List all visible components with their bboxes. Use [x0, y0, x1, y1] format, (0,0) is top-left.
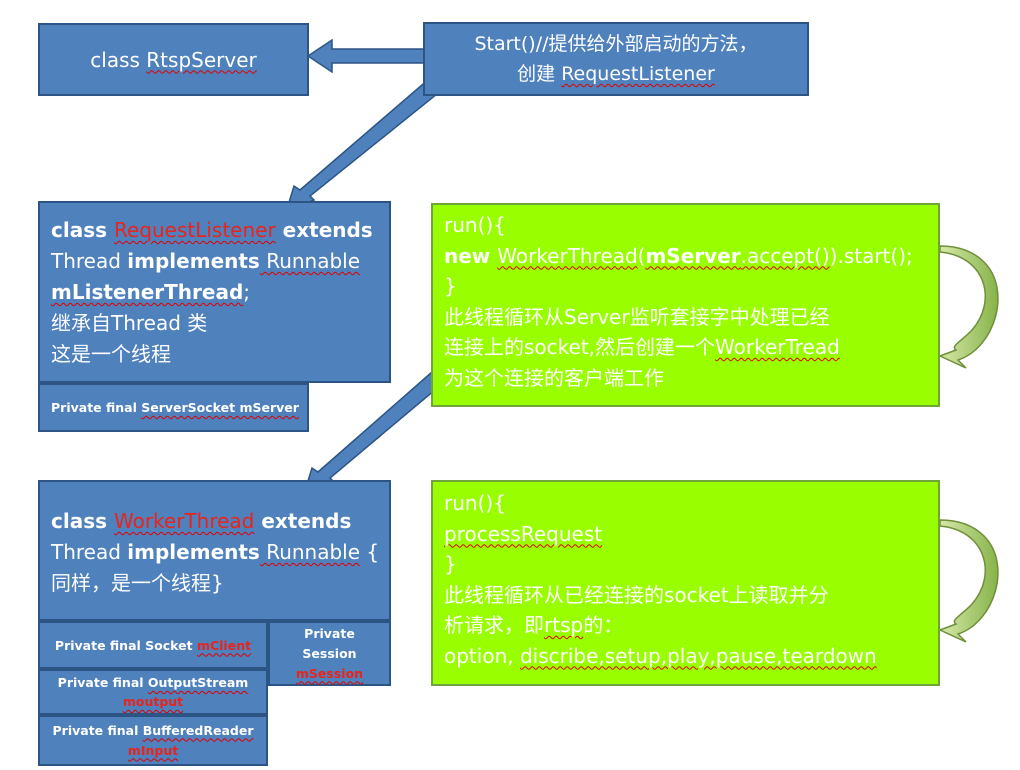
- semicolon: ;: [243, 280, 251, 304]
- field-modifier: Private final: [57, 675, 148, 690]
- worker-thread-call: WorkerThread: [497, 243, 638, 268]
- session-field-line1: Private: [304, 625, 355, 641]
- worker-thread-line3: 同样，是一个线程}: [51, 571, 224, 595]
- extends-keyword: extends: [254, 509, 352, 533]
- client-field: Private final Socket mClient: [55, 638, 251, 653]
- start-method-note: Start()//提供给外部启动的方法， 创建 RequestListener: [423, 22, 809, 96]
- m-input-name: mInput: [127, 742, 179, 758]
- worker-run-line5-suffix: 的：: [583, 613, 624, 637]
- m-output-name: moutput: [122, 694, 184, 709]
- worker-run-line5-prefix: 析请求，即: [444, 613, 544, 637]
- accept-call: .accept(): [740, 243, 830, 268]
- loop-arrow-listener: [938, 245, 999, 369]
- listener-run-line4: 此线程循环从Server监听套接字中处理已经: [444, 304, 830, 329]
- server-socket-field: Private final ServerSocket mServer: [51, 400, 307, 415]
- listener-run-line3: }: [444, 274, 457, 298]
- arrow-to-request-listener: [284, 76, 444, 214]
- open-brace: {: [360, 540, 380, 564]
- arrow-to-rtsp-server: [306, 38, 426, 74]
- field-modifier: Private final: [52, 722, 143, 738]
- new-keyword: new: [444, 243, 498, 268]
- worker-thread-name: WorkerThread: [113, 509, 255, 533]
- worker-thread-box: class WorkerThread extends Thread implem…: [38, 480, 391, 621]
- worker-thread-line2: Thread implements Runnable {: [51, 537, 389, 568]
- process-request-call: processRequest: [444, 521, 603, 546]
- output-field-box: Private final OutputStream moutput: [38, 669, 268, 715]
- m-server-ref: mServer: [645, 243, 741, 268]
- start-note-link: RequestListener: [561, 63, 715, 85]
- thread-type: Thread: [51, 249, 128, 273]
- worker-run-line4: 此线程循环从已经连接的socket上读取并分: [444, 582, 829, 607]
- output-field-line1: Private final OutputStream: [58, 673, 249, 692]
- arrow-to-worker-thread: [302, 370, 444, 496]
- start-note-line2: 创建 RequestListener: [517, 59, 715, 89]
- server-socket-field-box: Private final ServerSocket mServer: [38, 383, 309, 432]
- session-field-box: Private Session mSession: [268, 621, 391, 686]
- listener-run-line5-prefix: 连接上的socket,然后创建一个: [444, 335, 716, 359]
- buffered-reader-type: BufferedReader: [142, 722, 254, 738]
- rtsp-ref: rtsp: [544, 613, 584, 637]
- server-socket-name: ServerSocket mServer: [141, 400, 299, 415]
- listener-run-line2: new WorkerThread(mServer.accept()).start…: [444, 241, 938, 272]
- implements-keyword: implements: [127, 249, 260, 273]
- m-session-name: mSession: [295, 665, 364, 681]
- start-note-line1: Start()//提供给外部启动的方法，: [474, 33, 758, 55]
- request-listener-name: RequestListener: [113, 218, 276, 242]
- field-modifier: Private final: [51, 400, 142, 415]
- request-listener-box: class RequestListener extends Thread imp…: [38, 201, 391, 383]
- client-field-box: Private final Socket mClient: [38, 621, 268, 669]
- thread-type: Thread: [51, 540, 128, 564]
- class-keyword: class: [90, 47, 147, 72]
- extends-keyword: extends: [275, 218, 373, 242]
- rtsp-server-name: RtspServer: [146, 47, 257, 72]
- worker-run-line3: }: [444, 552, 457, 576]
- output-stream-type: OutputStream: [147, 675, 249, 690]
- listener-run-box: run(){ new WorkerThread(mServer.accept()…: [431, 203, 940, 407]
- request-listener-line3: mListenerThread;: [51, 277, 389, 308]
- worker-run-line6: option, discribe,setup,play,pause,teardo…: [444, 641, 938, 672]
- m-client-name: mClient: [196, 637, 252, 653]
- listener-thread-field: mListenerThread: [51, 280, 244, 304]
- class-keyword: class: [51, 509, 114, 533]
- field-modifier: Private final Socket: [54, 637, 197, 653]
- request-listener-line4: 继承自Thread 类: [51, 311, 208, 335]
- worker-thread-line1: class WorkerThread extends: [51, 506, 389, 537]
- runnable-type: Runnable: [259, 249, 361, 273]
- rtsp-server-box: class RtspServer: [38, 23, 309, 96]
- start-note-prefix: 创建: [517, 63, 562, 85]
- class-keyword: class: [51, 218, 114, 242]
- session-field-line2: Session: [302, 645, 357, 661]
- loop-arrow-worker: [938, 519, 999, 643]
- worker-run-line1: run(){: [444, 491, 506, 515]
- worker-tread-ref: WorkerTread: [715, 335, 840, 359]
- request-listener-line2: Thread implements Runnable: [51, 246, 389, 277]
- rtsp-server-label: class RtspServer: [90, 48, 256, 72]
- request-listener-line5: 这是一个线程: [51, 342, 171, 366]
- worker-run-line5: 析请求，即rtsp的：: [444, 610, 938, 641]
- runnable-type: Runnable: [259, 540, 361, 564]
- input-field-line1: Private final BufferedReader: [53, 721, 254, 741]
- start-call: ).start();: [829, 243, 913, 268]
- rtsp-methods-list: discribe,setup,play,pause,teardown: [519, 643, 877, 668]
- worker-run-box: run(){ processRequest } 此线程循环从已经连接的socke…: [431, 480, 940, 686]
- listener-run-line6: 为这个连接的客户端工作: [444, 365, 664, 390]
- paren-open: (: [637, 243, 646, 268]
- request-listener-line1: class RequestListener extends: [51, 215, 389, 246]
- input-field-box: Private final BufferedReader mInput: [38, 715, 268, 766]
- listener-run-line1: run(){: [444, 213, 506, 237]
- option-method: option,: [444, 643, 520, 668]
- implements-keyword: implements: [127, 540, 260, 564]
- listener-run-line5: 连接上的socket,然后创建一个WorkerTread: [444, 332, 938, 363]
